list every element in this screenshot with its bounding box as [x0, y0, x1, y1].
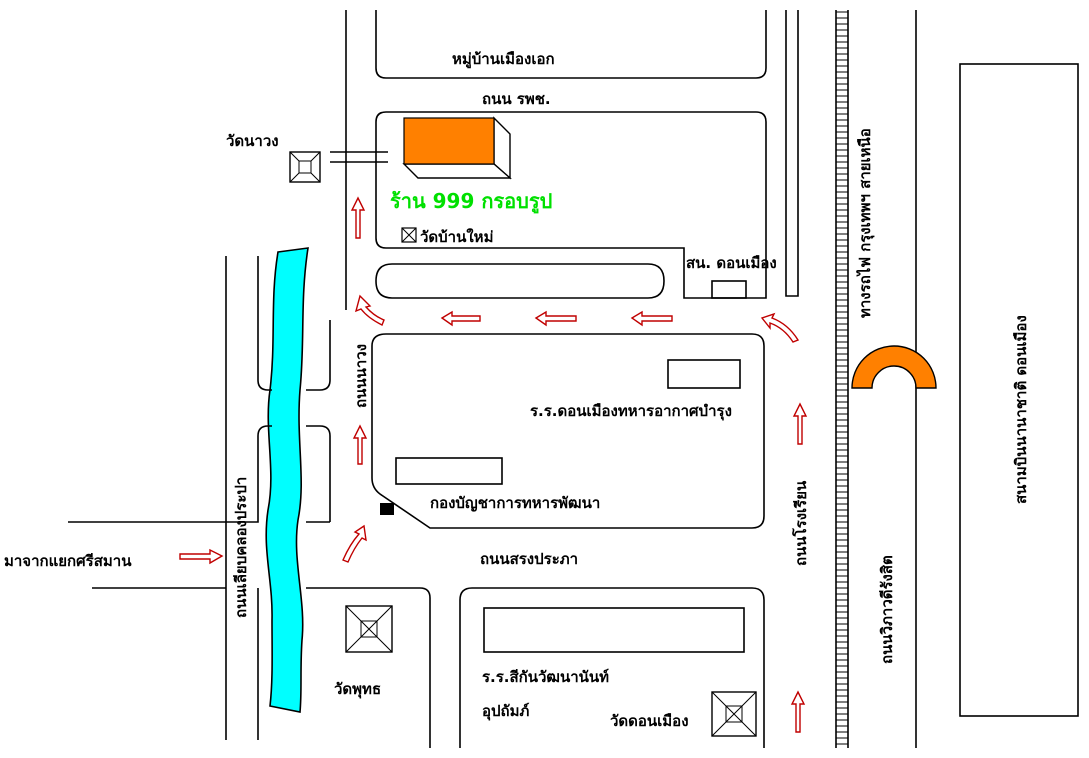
- airforce-school-block: [371, 333, 765, 529]
- airforce-school-building: [667, 359, 741, 389]
- label-airport: สนามบินนานาชาติ ดอนเมือง: [1012, 315, 1030, 504]
- label-road-canal: ถนนเลียบคลองประปา: [232, 477, 250, 618]
- road-right-of-canal-bottom: [306, 587, 431, 748]
- label-railway: ทางรถไฟ กรุงเทพฯ สายเหนือ: [855, 128, 875, 318]
- hq-building: [395, 457, 503, 485]
- route-arrow-icon: [179, 548, 224, 565]
- village-block: [375, 10, 767, 79]
- label-school-airforce: ร.ร.ดอนเมืองทหารอากาศบำรุง: [530, 402, 732, 421]
- route-arrow-icon: [630, 310, 673, 327]
- label-wat-nawong: วัดนาวง: [226, 132, 279, 150]
- label-from-sisaman: มาจากแยกศรีสมาน: [4, 552, 132, 570]
- temple-square-icon: [345, 605, 393, 653]
- route-arrow-icon: [352, 424, 368, 465]
- road-school-east-line-top: [785, 10, 799, 297]
- temple-square-icon: [289, 151, 321, 183]
- road-canal-side-block-top: [257, 256, 272, 391]
- label-wat-phut: วัดพุทธ: [334, 680, 381, 699]
- route-arrow-icon: [760, 312, 800, 343]
- overpass-arc-icon: [851, 345, 937, 389]
- lane-to-shop: [330, 151, 388, 163]
- police-station-box: [711, 280, 747, 299]
- temple-square-icon: [711, 691, 757, 737]
- road-right-of-canal-top: [306, 320, 331, 391]
- label-wat-ban-mai: วัดบ้านใหม่: [420, 228, 493, 246]
- route-arrow-icon: [790, 690, 806, 733]
- label-wat-donmueang: วัดดอนเมือง: [610, 712, 689, 730]
- hq-marker: [380, 503, 394, 515]
- label-road-vibhavadi: ถนนวิภาวดีรังสิต: [878, 555, 896, 664]
- route-arrow-icon: [342, 524, 367, 563]
- label-road-rpc: ถนน รพช.: [482, 90, 551, 108]
- route-arrow-icon: [534, 310, 577, 327]
- shop-building: [402, 116, 512, 180]
- route-arrow-icon: [354, 294, 385, 326]
- sikan-school-building: [483, 607, 745, 653]
- label-road-songprapa: ถนนสรงประภา: [480, 550, 578, 568]
- roundabout-island: [375, 263, 665, 299]
- route-arrow-icon: [350, 196, 366, 239]
- label-village: หมู่บ้านเมืองเอก: [452, 50, 555, 69]
- label-hq: กองบัญชาการทหารพัฒนา: [430, 494, 600, 512]
- route-arrow-icon: [792, 402, 808, 445]
- canal-khlong-prapa: [265, 247, 309, 713]
- temple-square-icon: [401, 227, 417, 243]
- route-arrow-icon: [440, 310, 481, 327]
- label-school-sikan-2: อุปถัมภ์: [482, 702, 530, 721]
- label-police-station: สน. ดอนเมือง: [686, 254, 777, 272]
- label-school-sikan-1: ร.ร.สีกันวัฒนานันท์: [482, 668, 609, 686]
- shop-block: [375, 111, 767, 299]
- road-canal-side-block-mid: [226, 425, 272, 523]
- label-shop-name: ร้าน 999 กรอบรูป: [390, 189, 552, 215]
- road-right-of-canal-mid: [306, 425, 331, 522]
- railway-track: [835, 10, 849, 748]
- label-road-nawong: ถนนนาวง: [352, 344, 370, 408]
- label-road-school: ถนนโรงเรียน: [791, 480, 810, 566]
- sikan-school-block: [459, 587, 765, 748]
- airport-area: [959, 63, 1079, 717]
